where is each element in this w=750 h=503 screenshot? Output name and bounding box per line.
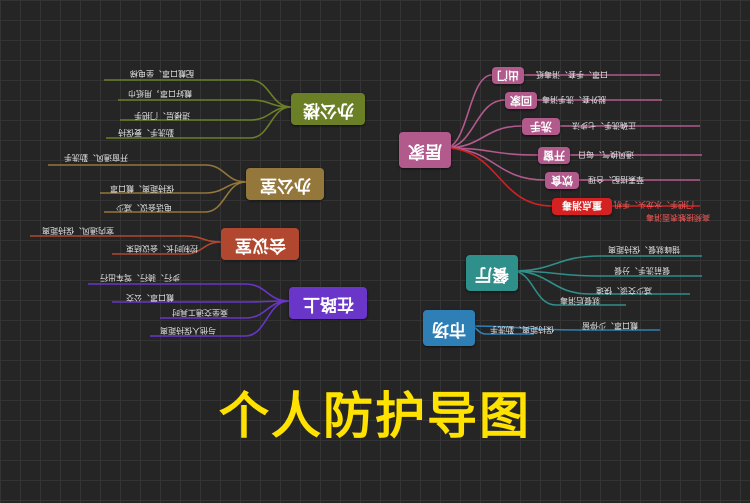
topic-office-building-label: 办公楼 [302, 99, 354, 120]
leaf-office-building-3: 进楼层、门把手 [134, 111, 190, 120]
topic-office[interactable]: 办公室 [246, 168, 324, 200]
leaf-on-road-4: 与他人保持距离 [160, 326, 216, 335]
leaf-office-2: 保持距离、戴口罩 [110, 184, 174, 193]
leaf-market-2: 保持距离、勤洗手 [490, 325, 554, 334]
leaf-restaurant-1: 错峰就餐、保持距离 [608, 245, 680, 254]
leaf-wash-hands: 正确洗手、七步法 [572, 121, 636, 130]
topic-restaurant-label: 餐厅 [475, 263, 509, 284]
leaf-on-road-3: 乘坐交通工具时 [172, 308, 228, 317]
topic-office-label: 办公室 [259, 174, 311, 195]
sub-return-home-label: 回家 [510, 93, 532, 107]
leaf-meeting-2: 控制时长、会议结束 [126, 244, 198, 253]
topic-restaurant[interactable]: 餐厅 [466, 255, 518, 291]
leaf-key-disinfection-2: 高频接触表面消毒 [646, 213, 710, 222]
topic-on-road-label: 在路上 [302, 293, 354, 314]
leaf-on-road-1: 步行、骑行、驾车出行 [100, 273, 180, 282]
topic-home[interactable]: 居家 [399, 132, 451, 168]
topic-on-road[interactable]: 在路上 [289, 287, 367, 319]
leaf-on-road-2: 戴口罩、公交 [126, 293, 174, 302]
page-title: 个人防护导图 [219, 387, 531, 445]
sub-return-home[interactable]: 回家 [505, 92, 537, 109]
leaf-key-disinfection-1: 门把手、水龙头、手机 [614, 200, 694, 209]
leaf-return-home: 脱外套、洗手消毒 [542, 95, 606, 104]
sub-diet[interactable]: 饮食 [545, 172, 579, 189]
line-meeting-2 [184, 241, 222, 255]
topic-office-building[interactable]: 办公楼 [291, 93, 365, 125]
line-office-3 [204, 181, 247, 213]
topic-home-label: 居家 [408, 140, 442, 161]
sub-ventilate[interactable]: 开窗 [538, 147, 570, 164]
topic-meeting-room-label: 会议室 [234, 234, 286, 255]
sub-go-out[interactable]: 出门 [492, 67, 524, 84]
sub-wash-hands-label: 洗手 [530, 119, 552, 133]
leaf-office-building-1: 配戴口罩、坐电梯 [130, 69, 194, 78]
leaf-market-1: 戴口罩、少停留 [582, 321, 638, 330]
line-office-building-4 [249, 106, 292, 139]
leaf-office-building-4: 勤洗手、要保持 [118, 128, 174, 137]
line-restaurant-3 [511, 270, 591, 295]
sub-key-disinfection-label: 重点消毒 [562, 199, 602, 210]
leaf-office-1: 开窗通风、勤洗手 [64, 153, 128, 162]
sub-diet-label: 饮食 [551, 173, 573, 187]
leaf-office-building-2: 戴好口罩，用纸巾 [128, 89, 192, 98]
leaf-restaurant-3: 减少交谈、快速 [596, 286, 652, 295]
topic-meeting-room[interactable]: 会议室 [221, 228, 299, 260]
sub-wash-hands[interactable]: 洗手 [522, 118, 560, 135]
topic-market-label: 市场 [432, 318, 466, 339]
leaf-diet: 荤素搭配、合理 [588, 175, 644, 184]
sub-ventilate-label: 开窗 [543, 148, 565, 162]
sub-key-disinfection[interactable]: 重点消毒 [552, 198, 612, 215]
leaf-office-3: 电话会议、减少 [116, 203, 172, 212]
line-home-go-out [444, 74, 493, 149]
line-home-return [444, 99, 506, 149]
sub-go-out-label: 出门 [497, 68, 519, 82]
line-home-disinfect [444, 147, 553, 207]
line-market-1 [468, 325, 579, 331]
leaf-restaurant-2: 餐前洗手、分餐 [614, 266, 670, 275]
leaf-meeting-1: 室内通风、保持距离 [42, 226, 114, 235]
leaf-restaurant-4: 就餐后消毒 [560, 296, 600, 305]
leaf-ventilate: 通风换气、每日 [578, 150, 634, 159]
leaf-go-out: 口罩、手套、消毒纸 [536, 70, 608, 79]
topic-market[interactable]: 市场 [423, 310, 475, 346]
line-on-road-4 [244, 300, 290, 337]
